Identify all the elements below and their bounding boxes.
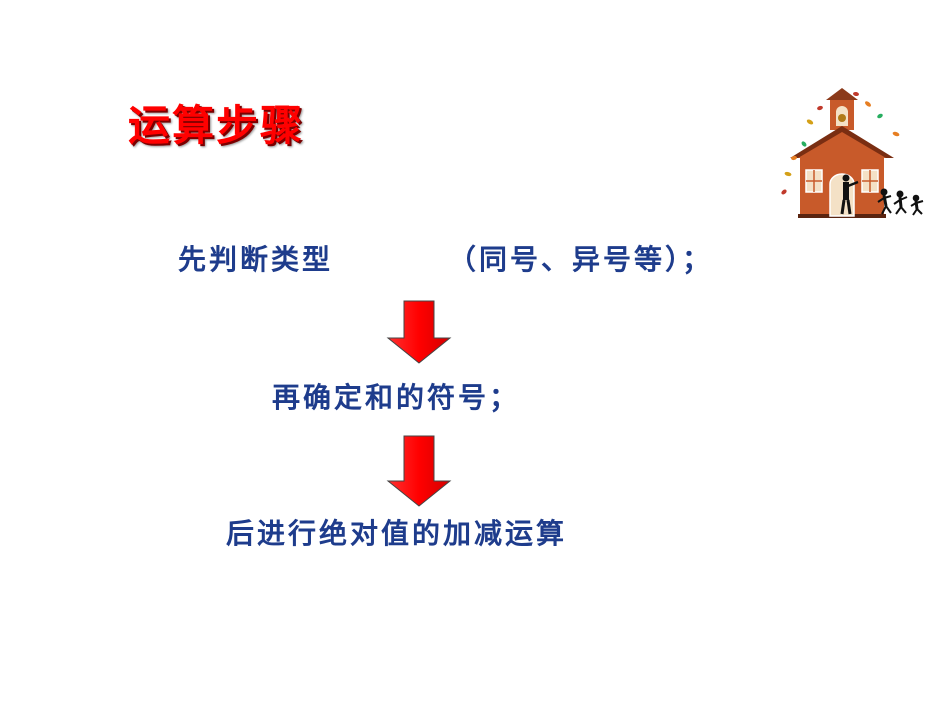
step-1-note: （同号、异号等）； — [448, 243, 714, 276]
schoolhouse-icon — [781, 88, 924, 218]
step-2-text: 再确定和的符号； — [272, 381, 521, 414]
tower-roof — [826, 88, 858, 100]
bell-icon — [838, 114, 846, 122]
down-arrow-icon — [386, 300, 452, 364]
gable — [798, 132, 886, 158]
slide-title: 运算步骤 — [128, 101, 305, 150]
down-arrow-icon — [386, 435, 452, 507]
step-3-text: 后进行绝对值的加减运算 — [226, 517, 568, 550]
step-1-text: 先判断类型 — [178, 243, 334, 276]
children-silhouettes — [877, 188, 924, 216]
leaves — [781, 91, 900, 195]
